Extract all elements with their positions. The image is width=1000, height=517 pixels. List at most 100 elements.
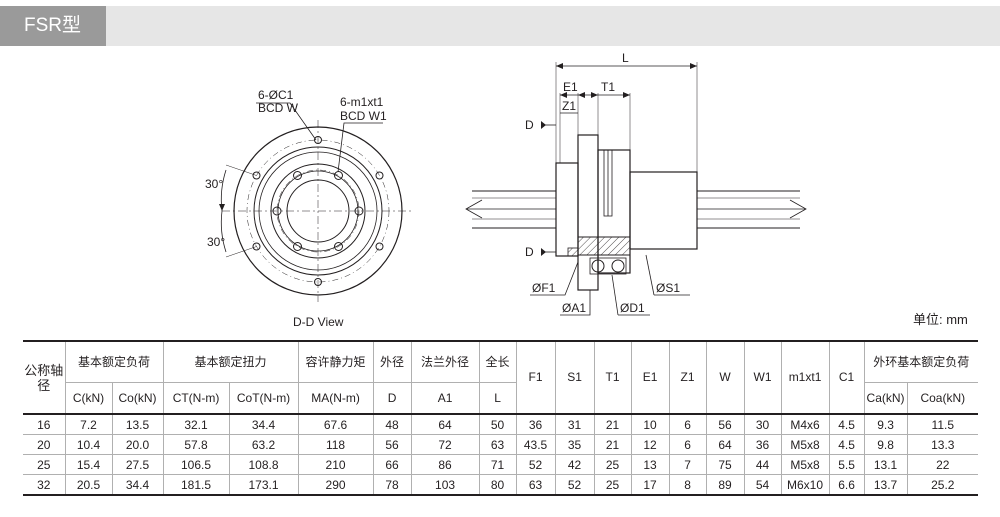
table-cell: 31	[554, 414, 595, 435]
table-cell: 20	[23, 434, 65, 455]
table-cell: 25	[23, 454, 65, 475]
label-holes: 6-ØC1	[258, 88, 294, 102]
section-bottom: D	[525, 245, 534, 259]
table-cell: 22	[906, 454, 979, 475]
table-cell: 56	[372, 434, 412, 455]
table-cell: 36	[743, 434, 782, 455]
col-m1xt1: m1xt1	[780, 341, 830, 415]
sub-coa: Coa(kN)	[906, 382, 979, 414]
table-cell: 7	[668, 454, 707, 475]
table-cell: 43.5	[515, 434, 556, 455]
front-view	[219, 102, 414, 302]
table-cell: 32	[37, 477, 51, 492]
col-shaft: 公称轴径	[24, 362, 64, 393]
table-cell: 36	[515, 414, 556, 435]
sub-cot: CoT(N-m)	[228, 382, 299, 414]
table-cell: 103	[410, 474, 480, 495]
table-cell: 56	[705, 414, 745, 435]
table-cell: 20.5	[64, 474, 112, 495]
table-cell: 11.5	[906, 414, 979, 435]
table-cell: 106.5	[162, 454, 230, 475]
table-cell: M5x8	[780, 454, 830, 475]
table-cell: 290	[297, 474, 374, 495]
table-cell: 5.5	[828, 454, 865, 475]
table-cell: 173.1	[228, 474, 299, 495]
table-cell: 64	[410, 414, 480, 435]
table-cell: 108.8	[228, 454, 299, 475]
sub-ca: Ca(kN)	[863, 382, 908, 414]
table-cell: 63	[515, 474, 556, 495]
table-cell: 67.6	[297, 414, 374, 435]
table-cell: 9.3	[863, 414, 908, 435]
sub-c: C(kN)	[64, 382, 112, 414]
table-cell: 89	[705, 474, 745, 495]
view-caption: D-D View	[293, 315, 344, 329]
col-c1: C1	[828, 341, 865, 415]
section-top: D	[525, 118, 534, 132]
col-t1: T1	[593, 341, 632, 415]
table-cell: 78	[372, 474, 412, 495]
table-cell: 42	[554, 454, 595, 475]
angle-top: 30°	[205, 177, 223, 191]
label-bcd-w: BCD W	[258, 101, 299, 115]
table-cell: 44	[743, 454, 782, 475]
table-cell: 86	[410, 454, 480, 475]
technical-drawing: 6-ØC1 BCD W 6-m1xt1 BCD W1 30° 30° D-D V…	[205, 51, 807, 329]
table-cell: 35	[554, 434, 595, 455]
table-cell: 80	[478, 474, 517, 495]
dim-s1: ØS1	[656, 281, 680, 295]
table-cell: 72	[410, 434, 480, 455]
sub-l: L	[478, 382, 517, 414]
dim-d1: ØD1	[620, 301, 645, 315]
table-cell: 4.5	[828, 414, 865, 435]
table-cell: 63	[478, 434, 517, 455]
table-cell: 50	[478, 414, 517, 435]
table-cell: 13.1	[863, 454, 908, 475]
table-cell: 27.5	[111, 454, 164, 475]
table-cell: 34.4	[228, 414, 299, 435]
table-cell: 181.5	[162, 474, 230, 495]
table-cell: 13.7	[863, 474, 908, 495]
table-cell: 63.2	[228, 434, 299, 455]
col-w1: W1	[743, 341, 782, 415]
table-cell: 25	[593, 454, 632, 475]
col-z1: Z1	[668, 341, 707, 415]
dim-a1: ØA1	[562, 301, 586, 315]
table-cell: 34.4	[111, 474, 164, 495]
sub-a1: A1	[410, 382, 480, 414]
table-cell: 16	[23, 414, 65, 435]
col-s1: S1	[554, 341, 595, 415]
sub-d: D	[372, 382, 412, 414]
table-cell: M4x6	[780, 414, 830, 435]
table-cell: 25.2	[906, 474, 979, 495]
col-w: W	[705, 341, 745, 415]
group-basic-load: 基本额定负荷	[64, 341, 164, 383]
table-cell: M6x10	[780, 474, 830, 495]
angle-bottom: 30°	[207, 235, 225, 249]
dim-f1: ØF1	[532, 281, 556, 295]
table-cell: 30	[743, 414, 782, 435]
sub-ma: MA(N-m)	[297, 382, 374, 414]
table-cell: 32.1	[162, 414, 230, 435]
dim-z1: Z1	[562, 99, 576, 113]
table-cell: 210	[297, 454, 374, 475]
table-cell: 25	[593, 474, 632, 495]
table-cell: 118	[297, 434, 374, 455]
table-cell: 10	[630, 414, 670, 435]
col-outer-dia: 外径	[372, 341, 412, 383]
table-cell: 9.8	[863, 434, 908, 455]
unit-note: 单位: mm	[913, 312, 968, 327]
table-cell: 8	[668, 474, 707, 495]
dim-l: L	[622, 51, 629, 65]
table-cell: 48	[372, 414, 412, 435]
table-cell: 15.4	[64, 454, 112, 475]
label-bcd-w1: BCD W1	[340, 109, 387, 123]
table-cell: 10.4	[64, 434, 112, 455]
col-f1: F1	[515, 341, 556, 415]
table-cell: 7.2	[64, 414, 112, 435]
sub-co: Co(kN)	[111, 382, 164, 414]
